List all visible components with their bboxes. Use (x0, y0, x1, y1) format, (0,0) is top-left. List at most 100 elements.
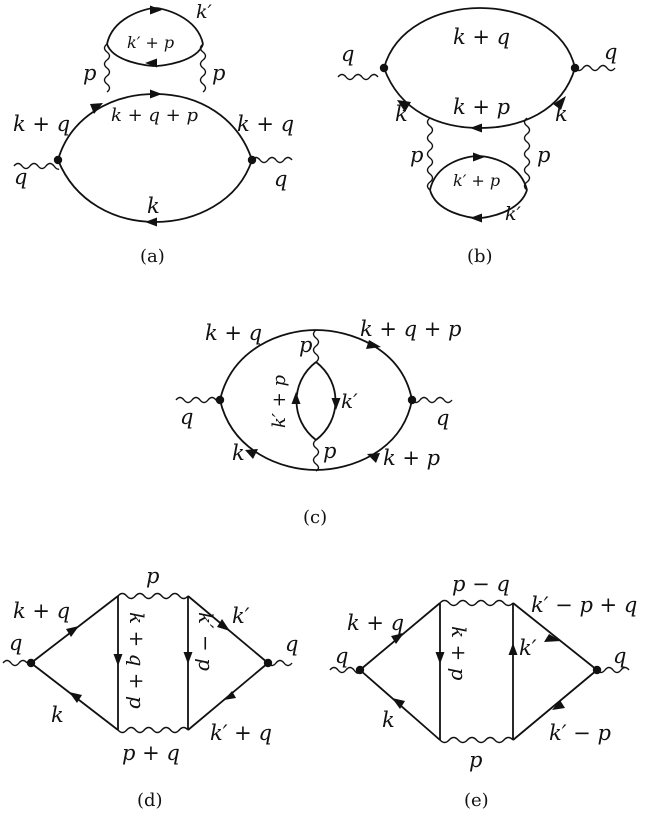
label-k: k (147, 194, 160, 218)
label-k: k (51, 703, 64, 727)
vertex-right (247, 155, 257, 165)
label-p-top: p (146, 564, 159, 588)
label-p-right: p (537, 143, 550, 167)
label-k-right: k (555, 102, 568, 126)
arrow-upper-right (217, 619, 230, 631)
fermion-lower-arc (219, 399, 413, 471)
arrow-vertical-left-down (435, 652, 445, 664)
label-q-left: q (335, 644, 348, 668)
arrow-lower-left (69, 692, 82, 703)
label-p-top: p (299, 333, 312, 357)
label-q-right: q (436, 406, 449, 430)
diagram-c: k + q k + q + p p k′ + p k′ q q k p k + … (175, 317, 462, 528)
diagram-d: p k + q k + q + p k′ − p k′ q q k p + q … (2, 564, 298, 811)
vertex-left (215, 395, 225, 405)
label-kprime-plus-q: k′ + q (210, 721, 272, 745)
photon-line-top (117, 592, 189, 600)
label-k-plus-p: k + p (447, 626, 471, 681)
label-kprime-plus-p: k′ + p (127, 33, 174, 52)
arrow-lower-right (553, 96, 566, 110)
label-p-bottom: p (323, 439, 336, 463)
diagram-a: k′ k′ + p p p k + q k + q + p k + q q q … (13, 1, 294, 267)
caption-d: (d) (137, 790, 163, 811)
caption-e: (e) (464, 790, 489, 811)
vertex-right (263, 658, 273, 668)
arrow-upper-middle (150, 89, 162, 99)
label-k: k (232, 441, 245, 465)
arrow-lower-left (397, 100, 411, 112)
external-photon-right (411, 396, 453, 404)
caption-b: (b) (467, 246, 493, 267)
label-q-left: q (341, 42, 354, 66)
external-photon-left (175, 396, 221, 404)
external-photon-left (337, 73, 379, 81)
arrow-upper-right (544, 634, 561, 642)
external-photon-right (596, 666, 630, 674)
arrow-vertical-right-down (183, 652, 193, 664)
label-q-left: q (9, 631, 22, 655)
label-kprime: k′ (519, 636, 537, 660)
label-kprime: k′ (232, 604, 250, 628)
label-k-left: k (395, 102, 408, 126)
label-q-right: q (285, 632, 298, 656)
diagram-e: p − q k′ − p + q k + q q q k + p k′ k p … (329, 572, 637, 811)
label-p-plus-q-bottom: p + q (122, 741, 180, 765)
caption-a: (a) (140, 246, 165, 267)
photon-line-bottom (312, 439, 320, 472)
photon-line-bottom (117, 726, 189, 734)
label-p-minus-q-top: p − q (452, 572, 510, 596)
photon-line-right (199, 43, 207, 93)
arrow-vertical-right-up (508, 643, 518, 655)
vertex-left (379, 63, 389, 73)
label-k-plus-q-left: k + q (13, 112, 70, 136)
fermion-upper-arc (57, 93, 253, 161)
photon-line-bottom (439, 736, 514, 744)
vertex-right (570, 63, 580, 73)
arrow-lower-right (552, 700, 565, 710)
label-k-plus-q: k + q (453, 25, 510, 49)
label-kprime-minus-p-plus-q: k′ − p + q (531, 593, 637, 617)
external-photon-right (251, 156, 293, 164)
label-k-plus-q-plus-p: k + q + p (111, 105, 198, 126)
arrow-lower-middle (470, 123, 482, 133)
arrow-bubble-top (473, 152, 485, 162)
external-photon-left (2, 659, 28, 667)
vertex-right (407, 395, 417, 405)
label-kprime: k′ (196, 1, 213, 23)
fermion-upper-right (512, 602, 598, 671)
arrow-bubble-bottom (145, 58, 157, 68)
external-photon-right (574, 64, 616, 72)
label-kprime-plus-p: k′ + p (453, 171, 500, 190)
label-k-plus-q: k + q (347, 611, 404, 635)
photon-line-top (439, 599, 514, 607)
arrow-upper-left (391, 633, 404, 644)
label-kprime-minus-p: k′ − p (194, 612, 218, 671)
arrow-bubble-bottom (470, 213, 482, 223)
vertex-left (26, 658, 36, 668)
arrow-lower-right (224, 691, 236, 700)
arrow-upper-right (366, 340, 381, 349)
diagram-b: k + q q q k k + p k p p k′ + p k′ (b) (337, 7, 617, 267)
label-kprime-minus-p: k′ − p (549, 721, 611, 745)
fermion-lower-right (512, 669, 598, 741)
arrow-upper-left (90, 103, 103, 114)
arrow-lower-left (245, 449, 258, 459)
arrow-bubble-top (150, 5, 162, 15)
label-q-left: q (180, 405, 193, 429)
label-p-right: p (212, 61, 225, 85)
arrow-lower-middle (145, 217, 157, 227)
arrow-inner-left-up (291, 392, 301, 404)
label-k-plus-q: k + q (13, 599, 70, 623)
arrow-vertical-left-down (113, 654, 123, 666)
label-k-plus-q-plus-p: k + q + p (360, 317, 462, 341)
label-k-plus-q: k + q (205, 321, 262, 345)
label-q-left: q (14, 165, 27, 189)
label-p-left: p (410, 143, 423, 167)
fermion-upper-arc (383, 7, 576, 69)
label-k-plus-q-plus-p: k + q + p (125, 612, 149, 709)
label-p-bottom: p (469, 748, 482, 772)
photon-line-left (103, 43, 111, 93)
label-q-right: q (274, 167, 287, 191)
label-q-right: q (604, 40, 617, 64)
